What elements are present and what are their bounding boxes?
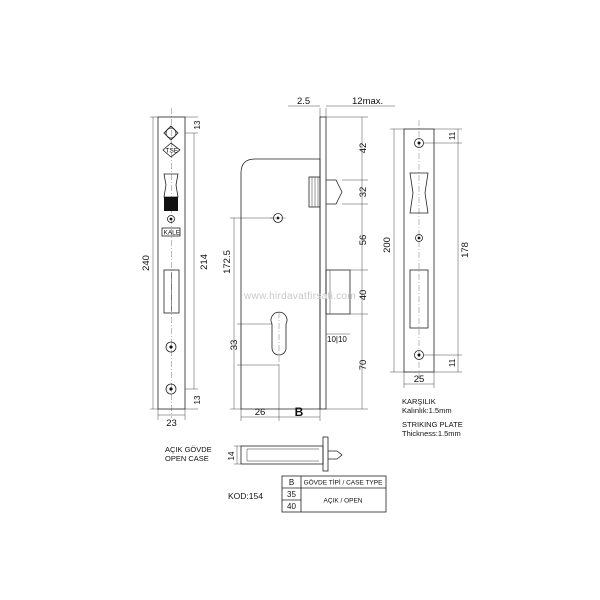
open-case-label: OPEN CASE [165,454,209,463]
side-deadbolt [325,269,351,315]
lock-case [240,158,321,410]
faceplate-latch [163,173,179,198]
faceplate-lower-screw [165,341,177,353]
dim-25: 25 [414,374,425,385]
table-header-case-type: GÖVDE TİPİ / CASE TYPE [304,478,384,487]
kalinlik-label: Kalınlık:1.5mm [402,406,452,415]
table-cell-open: AÇIK / OPEN [323,498,362,505]
tse-badge-text: TSE [166,148,179,155]
side-latch [308,176,343,208]
thickness-label: Thickness:1.5mm [402,429,461,438]
kod-label: KOD:154 [228,491,263,501]
open-case-front [322,436,329,472]
dim-172-5: 172.5 [222,250,233,274]
open-case-latch [328,450,343,460]
striking-plate-label: STRIKING PLATE [402,420,463,429]
tse-badge: TSE [162,142,181,158]
faceplate-top-screw [163,125,179,141]
dim-200: 200 [382,237,393,253]
faceplate-middle-screw [167,215,175,223]
open-case-view: AÇIK GÖVDE OPEN CASE 14 [165,436,343,472]
strike-bolt-opening [409,269,429,329]
kale-badge-text: KALE [164,230,181,237]
open-case-body [240,445,324,465]
dim-214: 214 [199,254,210,270]
dim-10-10: 10|10 [327,335,347,344]
side-faceplate [319,116,327,410]
dim-12max: 12max. [352,96,383,107]
acik-govde-label: AÇIK GÖVDE [165,445,212,454]
karsilik-label: KARŞILIK [402,397,436,406]
dim-11-top: 11 [448,131,457,140]
dim-13-bottom: 13 [193,395,202,404]
dim-2-5: 2.5 [297,96,310,107]
dim-26: 26 [255,407,266,418]
table-cell-35: 35 [287,490,296,499]
strike-bottom-screw [414,350,424,360]
dim-70: 70 [358,360,369,371]
watermark: www.hirdavatfirsati.com [243,291,356,302]
strike-middle-screw [415,234,423,242]
striking-plate-view: 200 11 178 11 25 KARŞILIK Kalınlık:1.5mm… [382,120,471,438]
faceplate-view: TSE KALE 240 [141,108,210,429]
dim-240: 240 [141,255,152,271]
dim-32: 32 [358,187,369,198]
strike-latch-opening [409,172,429,214]
dim-B: B [295,405,304,419]
dim-13-top: 13 [193,120,202,129]
strike-top-screw [414,138,424,148]
case-type-table: KOD:154 B GÖVDE TİPİ / CASE TYPE 35 40 A… [228,475,387,513]
dim-11-bottom: 11 [448,358,457,367]
lock-body-side-view: 2.5 12max. 42 32 56 40 70 10|10 172.5 33 [222,96,395,421]
dim-33: 33 [229,340,240,351]
dim-42: 42 [358,143,369,154]
dim-56: 56 [358,235,369,246]
table-header-b: B [289,478,294,487]
table-cell-40: 40 [287,502,296,511]
dim-23: 23 [166,418,177,429]
dim-40: 40 [358,290,369,301]
dim-14: 14 [227,451,236,460]
kale-badge: KALE [161,227,181,237]
faceplate-bolt-slot [163,269,180,314]
faceplate-bottom-screw [165,383,177,395]
side-cylinder-hole [270,311,288,365]
dim-178: 178 [460,242,471,258]
